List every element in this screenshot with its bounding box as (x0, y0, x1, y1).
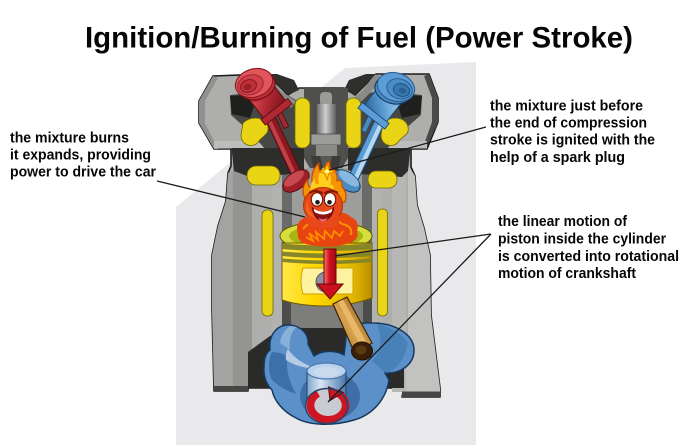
svg-text:is converted into rotational: is converted into rotational (498, 249, 679, 265)
svg-text:stroke is ignited with the: stroke is ignited with the (490, 133, 655, 149)
svg-text:the mixture burns: the mixture burns (10, 131, 129, 147)
svg-text:help of a spark plug: help of a spark plug (490, 150, 625, 166)
svg-text:the linear motion of: the linear motion of (498, 214, 627, 230)
svg-text:it expands, providing: it expands, providing (10, 148, 151, 164)
svg-text:the end of compression: the end of compression (490, 116, 647, 132)
svg-text:the mixture just before: the mixture just before (490, 99, 643, 115)
svg-text:Ignition/Burning of Fuel (Powe: Ignition/Burning of Fuel (Power Stroke) (85, 22, 633, 55)
svg-text:motion of crankshaft: motion of crankshaft (498, 266, 636, 282)
svg-text:power to drive the car: power to drive the car (10, 165, 156, 181)
svg-text:piston inside the cylinder: piston inside the cylinder (498, 232, 666, 248)
